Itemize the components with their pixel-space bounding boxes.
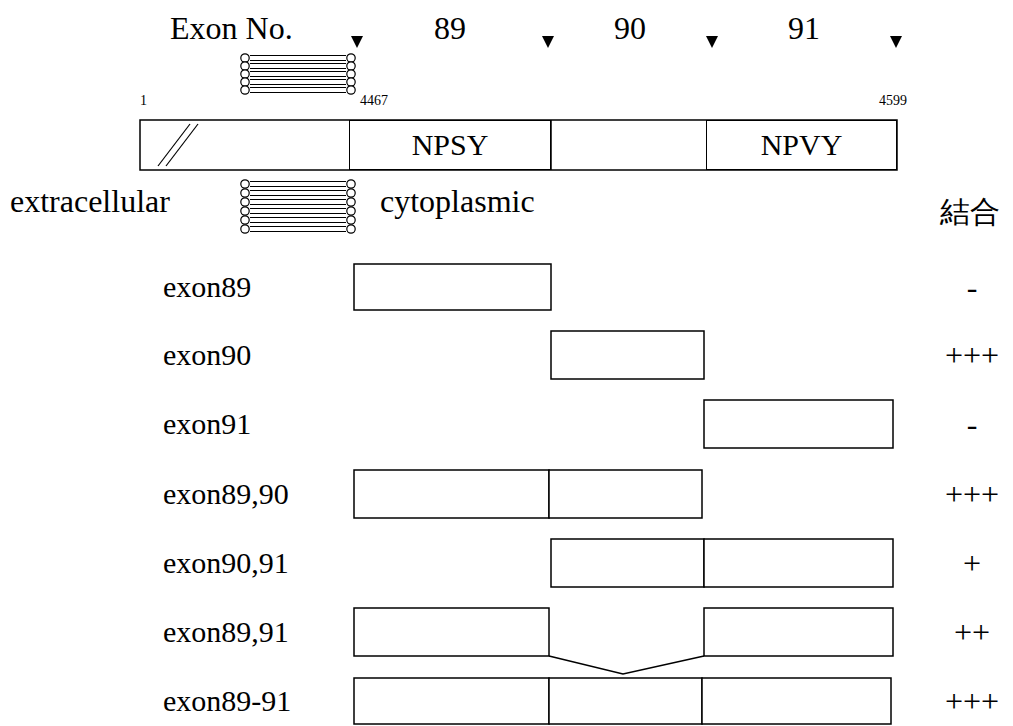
construct-name: exon90	[163, 340, 251, 370]
construct-name: exon89,90	[163, 479, 289, 509]
exon-number: 90	[614, 12, 646, 44]
binding-score: +++	[945, 339, 999, 371]
exon-number: 91	[788, 12, 820, 44]
region-label: extracellular	[10, 185, 170, 217]
lipid-bilayer	[241, 54, 355, 233]
column-header: 結合	[940, 197, 1000, 227]
binding-score: +++	[945, 685, 999, 717]
truncation-mark	[158, 124, 198, 166]
construct-name: exon89	[163, 272, 251, 302]
residue-number: 1	[140, 94, 147, 108]
construct-name: exon90,91	[163, 548, 289, 578]
binding-score: +	[963, 547, 981, 579]
exon-number: 89	[434, 12, 466, 44]
motif-label: NPSY	[412, 130, 489, 160]
binding-score: ++	[954, 616, 990, 648]
region-label: cytoplasmic	[380, 185, 535, 217]
motif-segment: NPVY	[706, 120, 897, 170]
residue-number: 4599	[879, 94, 907, 108]
axis-title: Exon No.	[170, 12, 293, 44]
binding-score: +++	[945, 478, 999, 510]
motif-segment: NPSY	[349, 120, 551, 170]
protein-bar	[140, 120, 897, 170]
construct-name: exon89,91	[163, 617, 289, 647]
construct-name: exon89-91	[163, 686, 291, 716]
binding-score: -	[967, 408, 978, 440]
binding-score: -	[967, 271, 978, 303]
construct-boxes	[354, 264, 893, 724]
construct-name: exon91	[163, 409, 251, 439]
motif-label: NPVY	[761, 130, 843, 160]
residue-number: 4467	[360, 94, 388, 108]
